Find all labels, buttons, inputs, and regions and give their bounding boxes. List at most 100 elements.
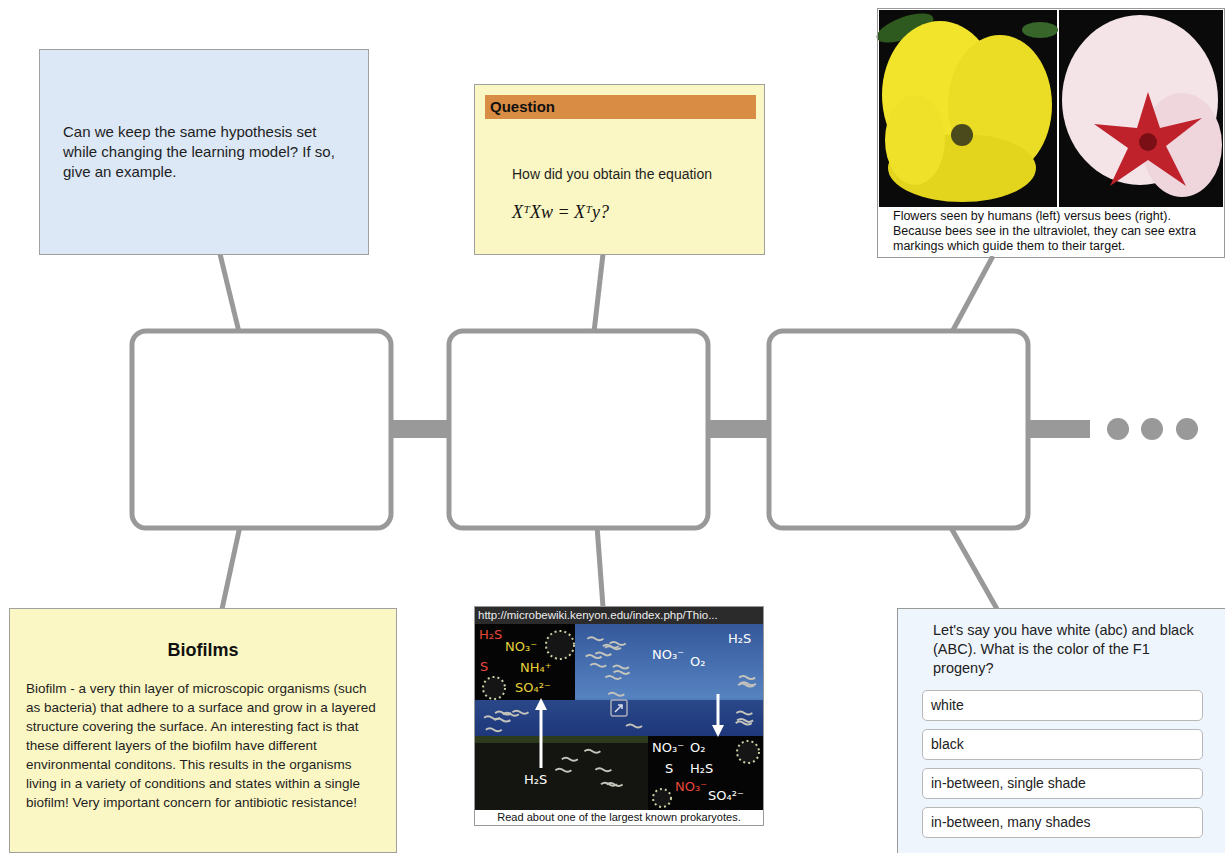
bar	[1025, 420, 1090, 438]
cell	[653, 789, 671, 807]
filament	[486, 728, 502, 731]
image-card: Flowers seen by humans (left) versus bee…	[877, 8, 1225, 258]
filament	[586, 655, 602, 658]
filament	[613, 666, 629, 669]
filament	[739, 676, 755, 679]
photo-ground	[879, 10, 1057, 207]
arrow-head	[712, 725, 724, 737]
cell	[737, 741, 759, 763]
note-text: How did you obtain the equation	[512, 165, 754, 183]
flower-centre	[951, 124, 973, 146]
expand-icon	[615, 705, 622, 712]
empty-slot	[132, 331, 391, 528]
filament	[605, 676, 621, 679]
filament	[495, 712, 511, 715]
chemical-label: NO₃⁻	[505, 640, 537, 653]
empty-slot	[769, 331, 1028, 528]
filament	[610, 642, 626, 645]
filament	[494, 719, 510, 722]
ellipsis-dot	[1141, 418, 1163, 440]
filaments	[484, 637, 756, 786]
inset	[648, 736, 763, 810]
answer-option: in-between, many shades	[922, 807, 1203, 838]
equation: XᵀXw = Xᵀy?	[512, 201, 754, 223]
chemical-label: NO₃⁻	[652, 741, 684, 754]
filament	[601, 783, 617, 786]
question-note: QuestionHow did you obtain the equationX…	[474, 84, 765, 255]
image-caption: Flowers seen by humans (left) versus bee…	[878, 208, 1224, 256]
ellipsis-dot	[1107, 418, 1129, 440]
option-text: in-between, single shade	[931, 774, 1194, 793]
arrow-up	[540, 708, 543, 768]
chemical-label: NH₄⁺	[520, 661, 552, 674]
chemical-label: NO₃⁻	[652, 648, 684, 661]
filament	[614, 671, 630, 674]
chemical-label: H₂S	[479, 628, 502, 641]
chemical-label: SO₄²⁻	[708, 789, 744, 802]
cell	[483, 677, 505, 699]
link-url: http://microbewiki.kenyon.edu/index.php/…	[475, 607, 763, 624]
expand-icon	[611, 700, 627, 716]
photo-ground	[1059, 10, 1223, 207]
bar	[705, 420, 771, 438]
filament	[513, 711, 529, 714]
option-text: black	[931, 735, 1194, 754]
chemical-label: H₂S	[524, 773, 547, 786]
chemical-label: O₂	[690, 741, 705, 754]
chemical-label: S	[480, 660, 488, 673]
cell	[546, 631, 574, 659]
chemical-label: H₂S	[690, 762, 713, 775]
water-band	[475, 700, 763, 736]
uv-marking	[1094, 92, 1202, 186]
arrow-head	[535, 698, 547, 710]
link-caption: Read about one of the largest known prok…	[475, 810, 763, 824]
card-text: Can we keep the same hypothesis set whil…	[63, 122, 338, 182]
chemical-label: NO₃⁻	[675, 780, 707, 793]
chemical-label: SO₄²⁻	[515, 681, 551, 694]
ellipsis-dot	[1176, 418, 1198, 440]
card-text: Biofilm - a very thin layer of microscop…	[26, 679, 380, 812]
flower-photo	[873, 7, 1223, 207]
filament	[562, 758, 578, 761]
filament	[587, 637, 603, 640]
leader-line	[597, 526, 603, 607]
sediment	[475, 736, 763, 810]
card-heading: Biofilms	[26, 639, 380, 661]
filament	[603, 645, 619, 648]
filament	[595, 652, 611, 655]
empty-slot	[449, 331, 708, 528]
filament	[595, 768, 611, 771]
chemical-label: H₂S	[728, 632, 751, 645]
answer-option: black	[922, 729, 1203, 760]
bar	[388, 420, 452, 438]
petal	[885, 95, 945, 185]
question-card: Can we keep the same hypothesis set whil…	[39, 49, 369, 255]
option-text: in-between, many shades	[931, 813, 1194, 832]
inset	[475, 624, 575, 700]
filament	[736, 712, 752, 715]
biofilm-card: BiofilmsBiofilm - a very thin layer of m…	[9, 608, 397, 853]
leader-line	[594, 254, 603, 332]
note-heading: Question	[485, 95, 756, 119]
flower-centre	[1139, 133, 1157, 151]
arrow-down	[717, 694, 720, 728]
option-text: white	[931, 696, 1194, 715]
leader-line	[950, 526, 997, 609]
leader-line	[220, 254, 239, 332]
answer-option: in-between, single shade	[922, 768, 1203, 799]
filament	[738, 684, 754, 687]
chemical-label: O₂	[690, 655, 705, 668]
leader-line	[222, 526, 240, 609]
answer-option: white	[922, 690, 1203, 721]
quiz-question: Let's say you have white (abc) and black…	[922, 621, 1203, 678]
filament	[608, 693, 624, 696]
water	[475, 624, 763, 736]
leaf	[1022, 22, 1058, 38]
chemical-label: S	[665, 762, 673, 775]
leader-line	[952, 256, 993, 332]
quiz-card: Let's say you have white (abc) and black…	[897, 608, 1225, 853]
filament	[555, 769, 571, 772]
filament	[590, 664, 606, 667]
filament	[626, 725, 642, 728]
microbe-picture	[475, 624, 763, 810]
